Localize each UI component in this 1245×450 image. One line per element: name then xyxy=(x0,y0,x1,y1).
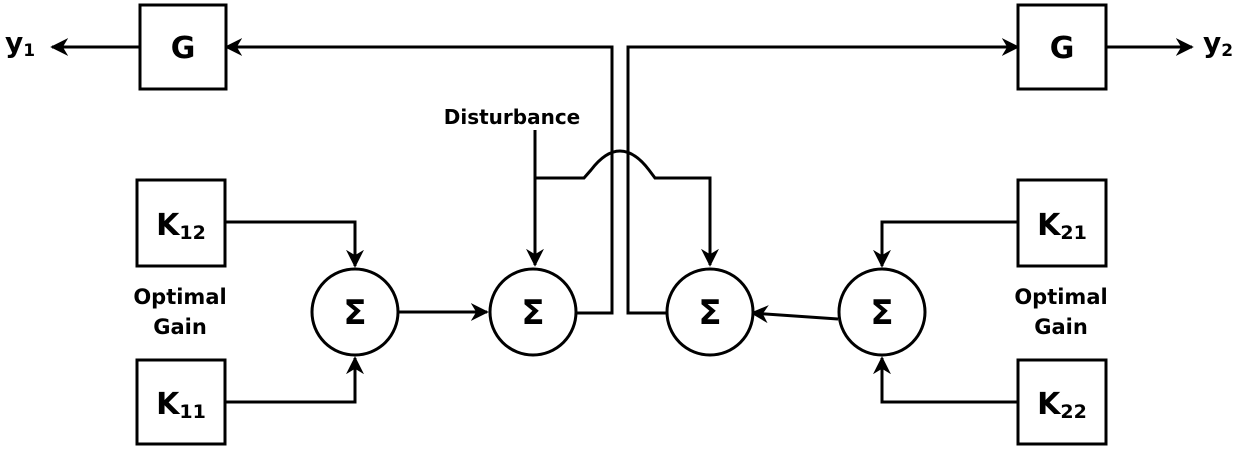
k12-label: K12 xyxy=(156,208,206,244)
summer-4-symbol: Σ xyxy=(870,293,893,333)
g-right-label: G xyxy=(1050,31,1075,66)
g-right-block: G xyxy=(1016,3,1108,91)
line-s3-to-g-right xyxy=(626,38,1020,315)
summer-2-symbol: Σ xyxy=(521,293,544,333)
summer-1: Σ xyxy=(310,267,400,357)
k21-block: K21 xyxy=(1016,178,1108,268)
g-left-block: G xyxy=(138,3,228,91)
optimal-gain-right-line1: Optimal xyxy=(1014,285,1107,309)
summer-3-symbol: Σ xyxy=(698,293,721,333)
k21-label: K21 xyxy=(1037,208,1087,244)
g-left-label: G xyxy=(171,31,196,66)
k22-label: K22 xyxy=(1037,387,1087,423)
arrow-k22-to-s4 xyxy=(873,356,1018,404)
arrow-k12-to-s1 xyxy=(225,220,364,268)
line-disturbance-to-s3 xyxy=(535,149,719,267)
arrow-k21-to-s4 xyxy=(873,220,1018,268)
output-y1-label: y1 xyxy=(5,26,35,61)
summer-2: Σ xyxy=(488,267,578,357)
summer-3: Σ xyxy=(665,267,755,357)
summer-1-symbol: Σ xyxy=(343,293,366,333)
disturbance-label: Disturbance xyxy=(444,105,581,129)
k11-label: K11 xyxy=(156,387,206,423)
k22-block: K22 xyxy=(1016,358,1108,446)
arrow-k11-to-s1 xyxy=(225,356,364,404)
optimal-gain-left-line1: Optimal xyxy=(133,285,226,309)
output-y2-label: y2 xyxy=(1203,26,1233,61)
optimal-gain-left-line2: Gain xyxy=(153,315,207,339)
arrow-s4-to-s3 xyxy=(750,305,839,324)
optimal-gain-right-line2: Gain xyxy=(1034,315,1088,339)
k11-block: K11 xyxy=(135,358,227,446)
k12-block: K12 xyxy=(135,178,227,268)
line-s2-to-g-left xyxy=(224,38,614,315)
summer-4: Σ xyxy=(837,267,927,357)
